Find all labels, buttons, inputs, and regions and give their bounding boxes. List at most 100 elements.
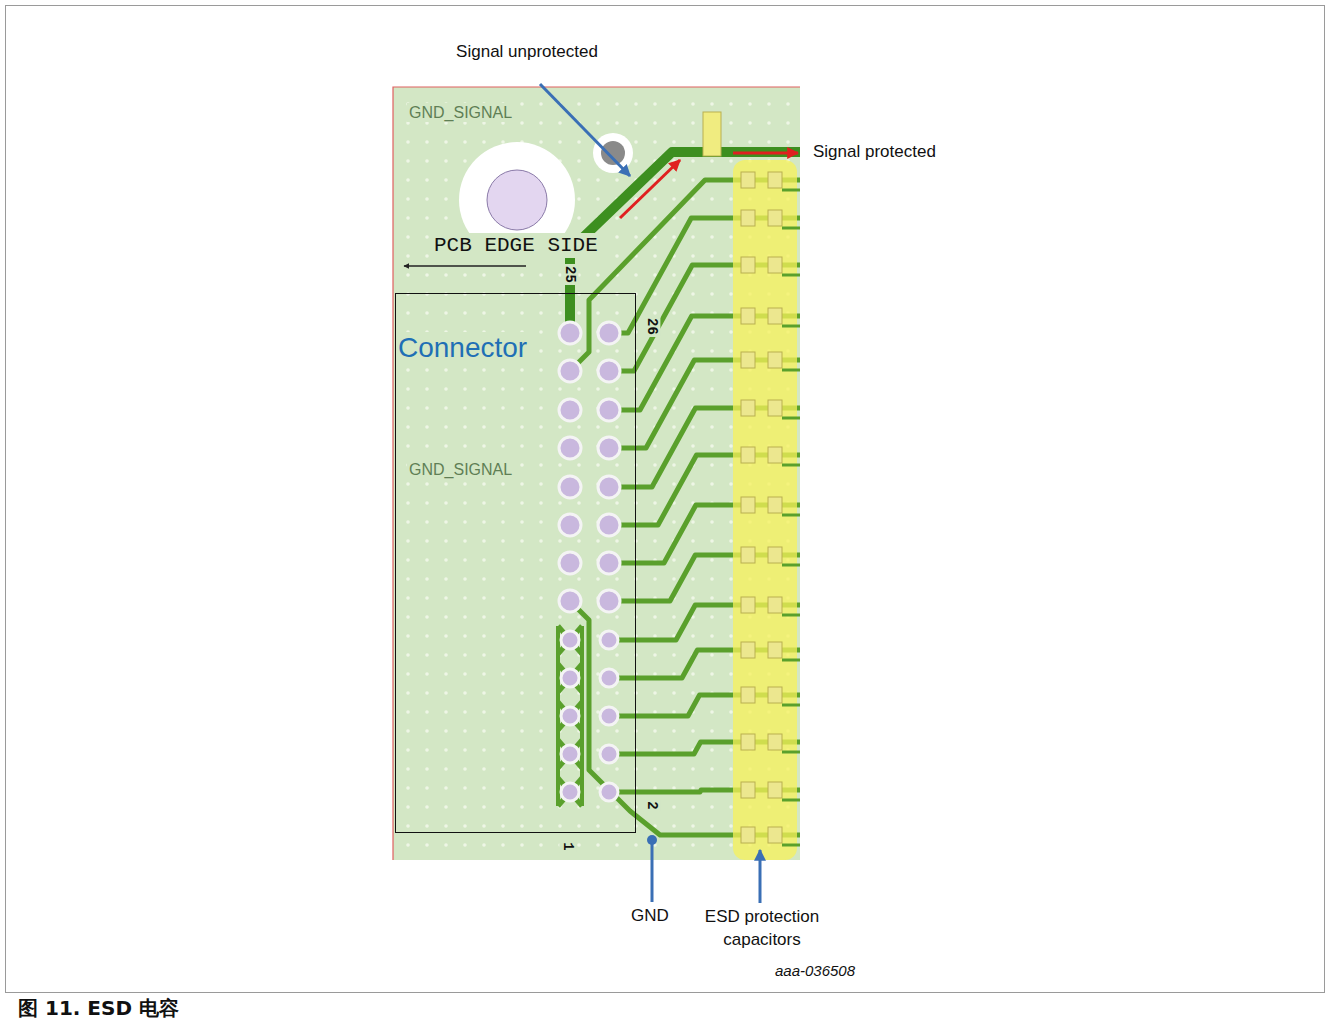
callout-label: Signal protected (813, 142, 936, 162)
connector-outline: Connector (395, 293, 636, 833)
capacitor-gnd-stub (782, 799, 800, 802)
connector-pad (559, 322, 581, 344)
capacitor-pad (741, 257, 755, 273)
connector-pad (600, 783, 618, 801)
capacitor-pad (768, 352, 782, 368)
capacitor-pad (768, 734, 782, 750)
capacitor-pad (741, 447, 755, 463)
capacitor-pad (741, 642, 755, 658)
capacitor-gnd-stub (782, 325, 800, 328)
capacitor-gnd-stub (782, 564, 800, 567)
capacitor-gnd-stub (782, 751, 800, 754)
gnd-spoke (558, 778, 582, 806)
pcb-vias (393, 87, 800, 860)
net-name: GND_SIGNAL (407, 103, 514, 122)
small-hole-ring (593, 133, 633, 173)
capacitor-gnd-stub (782, 369, 800, 372)
capacitor-pad (741, 547, 755, 563)
connector-pad (600, 669, 618, 687)
gnd-spoke (558, 664, 582, 692)
figure-id: aaa-036508 (775, 962, 855, 980)
connector-pad (559, 552, 581, 574)
callout-label: ESD protection capacitors (687, 906, 837, 952)
capacitor-gnd-stub (782, 227, 800, 230)
capacitor-pad (741, 734, 755, 750)
gnd-spoke (558, 664, 582, 692)
capacitor-gnd-stub (782, 704, 800, 707)
connector-pad (559, 437, 581, 459)
board-outline (393, 87, 800, 860)
connector-pad (600, 631, 618, 649)
gnd-spoke (558, 626, 582, 654)
connector-pad (598, 552, 620, 574)
callout-label: Signal unprotected (456, 42, 598, 62)
gnd-spoke (558, 778, 582, 806)
highlight-band (733, 160, 797, 860)
connector-pad (559, 399, 581, 421)
signal-flow-arrow (620, 160, 680, 218)
callout-label: GND (631, 906, 669, 926)
leader-line (651, 840, 654, 902)
callout-arrow (759, 850, 762, 903)
capacitor-pad (741, 400, 755, 416)
capacitor-pad (768, 597, 782, 613)
series-component (703, 112, 721, 156)
pin-number: 2 (644, 799, 661, 811)
node-label: Connector (398, 332, 527, 364)
capacitor-pad (768, 642, 782, 658)
capacitor-pad (768, 497, 782, 513)
silkscreen-label: PCB EDGE SIDE (432, 233, 600, 258)
gnd-spoke (558, 626, 582, 654)
connector-pad (561, 631, 579, 649)
gnd-spoke (558, 740, 582, 768)
capacitor-pad (768, 687, 782, 703)
gnd-spoke (558, 702, 582, 730)
edge-arrow (404, 265, 526, 267)
connector-pad (559, 360, 581, 382)
capacitor-pad (741, 172, 755, 188)
callout-arrow (540, 84, 630, 176)
esd-capacitors (741, 172, 800, 845)
capacitor-gnd-stub (782, 189, 800, 192)
capacitor-gnd-stub (782, 844, 800, 847)
capacitor-pad (768, 547, 782, 563)
capacitor-pad (768, 257, 782, 273)
connector-pad (559, 514, 581, 536)
capacitor-pad (741, 210, 755, 226)
connector-pad (598, 437, 620, 459)
gnd-strap (556, 626, 560, 806)
capacitor-pad (768, 827, 782, 843)
connector-pad (559, 590, 581, 612)
capacitor-pad (741, 308, 755, 324)
signal-flow-arrow (733, 152, 798, 155)
capacitor-pad (741, 782, 755, 798)
capacitor-gnd-stub (782, 659, 800, 662)
net-name: GND_SIGNAL (407, 460, 514, 479)
capacitor-pad (768, 172, 782, 188)
capacitor-pad (768, 400, 782, 416)
connector-pad (559, 476, 581, 498)
gnd-spoke (558, 702, 582, 730)
connector-pad (598, 590, 620, 612)
capacitor-pad (768, 308, 782, 324)
pcb-ground (393, 87, 800, 860)
capacitor-gnd-stub (782, 614, 800, 617)
gnd-connections (558, 626, 582, 806)
connector-pad (600, 745, 618, 763)
connector-pad (561, 783, 579, 801)
capacitor-pad (741, 827, 755, 843)
capacitor-gnd-stub (782, 514, 800, 517)
connector-pad (598, 322, 620, 344)
capacitor-pad (741, 597, 755, 613)
connector-pad (561, 669, 579, 687)
connector-pad (561, 745, 579, 763)
capacitor-gnd-stub (782, 464, 800, 467)
connector-pad (598, 399, 620, 421)
capacitor-pad (768, 210, 782, 226)
pin-number: 25 (562, 264, 579, 285)
capacitor-pad (768, 447, 782, 463)
connector-pad (598, 476, 620, 498)
connector-pad (598, 360, 620, 382)
